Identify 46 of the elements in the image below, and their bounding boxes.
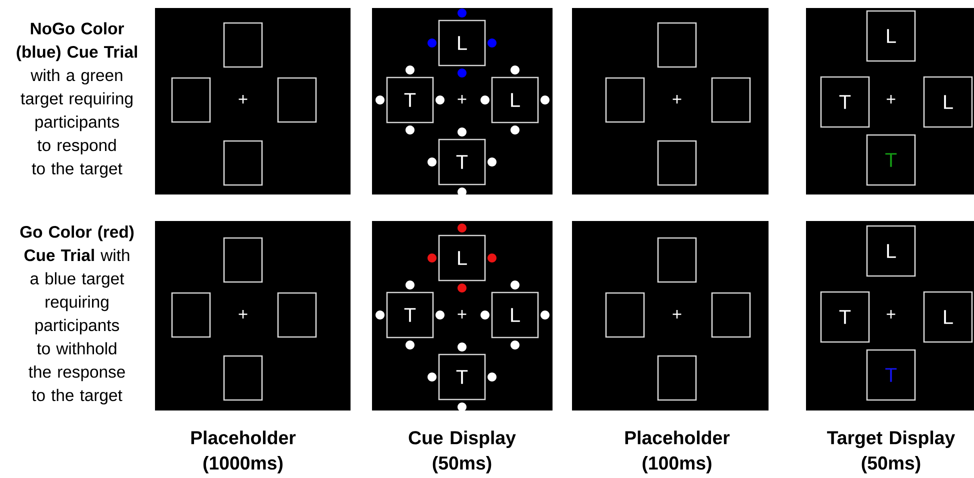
letter-box: T — [820, 76, 870, 128]
phase-caption: Placeholder (100ms) — [625, 430, 730, 474]
letter-box: L — [491, 76, 539, 124]
placeholder-box — [223, 22, 263, 68]
fixation-cross: + — [238, 310, 248, 318]
fixation-cross: + — [672, 95, 682, 104]
placeholder-box — [223, 355, 263, 401]
fixation-cross: + — [458, 310, 466, 318]
letter-box: L — [438, 234, 486, 282]
trial-description: NoGo Color (blue) Cue Trial with a green target requiring participants to respond to the target — [16, 22, 137, 178]
letter-box: L — [923, 291, 973, 343]
placeholder-box — [223, 140, 263, 186]
letter-box: L — [866, 225, 916, 277]
placeholder-box — [657, 355, 697, 401]
placeholder-box — [657, 140, 697, 186]
fixation-cross: + — [458, 95, 466, 104]
fixation-cross: + — [238, 95, 248, 104]
letter-box: L — [866, 10, 916, 62]
placeholder-box — [171, 292, 211, 338]
letter-box: T — [386, 76, 434, 124]
placeholder-box — [657, 22, 697, 68]
fixation-cross: + — [672, 310, 682, 318]
fixation-cross: + — [886, 95, 896, 104]
phase-caption: Cue Display (50ms) — [408, 430, 516, 474]
placeholder-box — [605, 292, 645, 338]
phase-caption: Target Display (50ms) — [827, 430, 956, 474]
letter-box: T — [386, 292, 434, 338]
letter-box: L — [923, 76, 973, 128]
letter-box: T — [866, 134, 916, 186]
placeholder-box — [277, 77, 317, 123]
placeholder-box — [657, 237, 697, 283]
placeholder-box — [277, 292, 317, 338]
letter-box: T — [820, 291, 870, 343]
letter-box: L — [491, 292, 539, 338]
letter-box: T — [438, 354, 486, 400]
placeholder-box — [171, 77, 211, 123]
trial-description: Go Color (red) Cue Trial with a blue target requiring participants to withhold the response to the target — [20, 226, 134, 404]
placeholder-box — [711, 292, 751, 338]
letter-box: L — [438, 20, 486, 66]
phase-caption: Placeholder (1000ms) — [191, 430, 296, 474]
placeholder-box — [223, 237, 263, 283]
placeholder-box — [605, 77, 645, 123]
letter-box: T — [438, 138, 486, 186]
letter-box: T — [866, 349, 916, 401]
fixation-cross: + — [886, 310, 896, 318]
placeholder-box — [711, 77, 751, 123]
